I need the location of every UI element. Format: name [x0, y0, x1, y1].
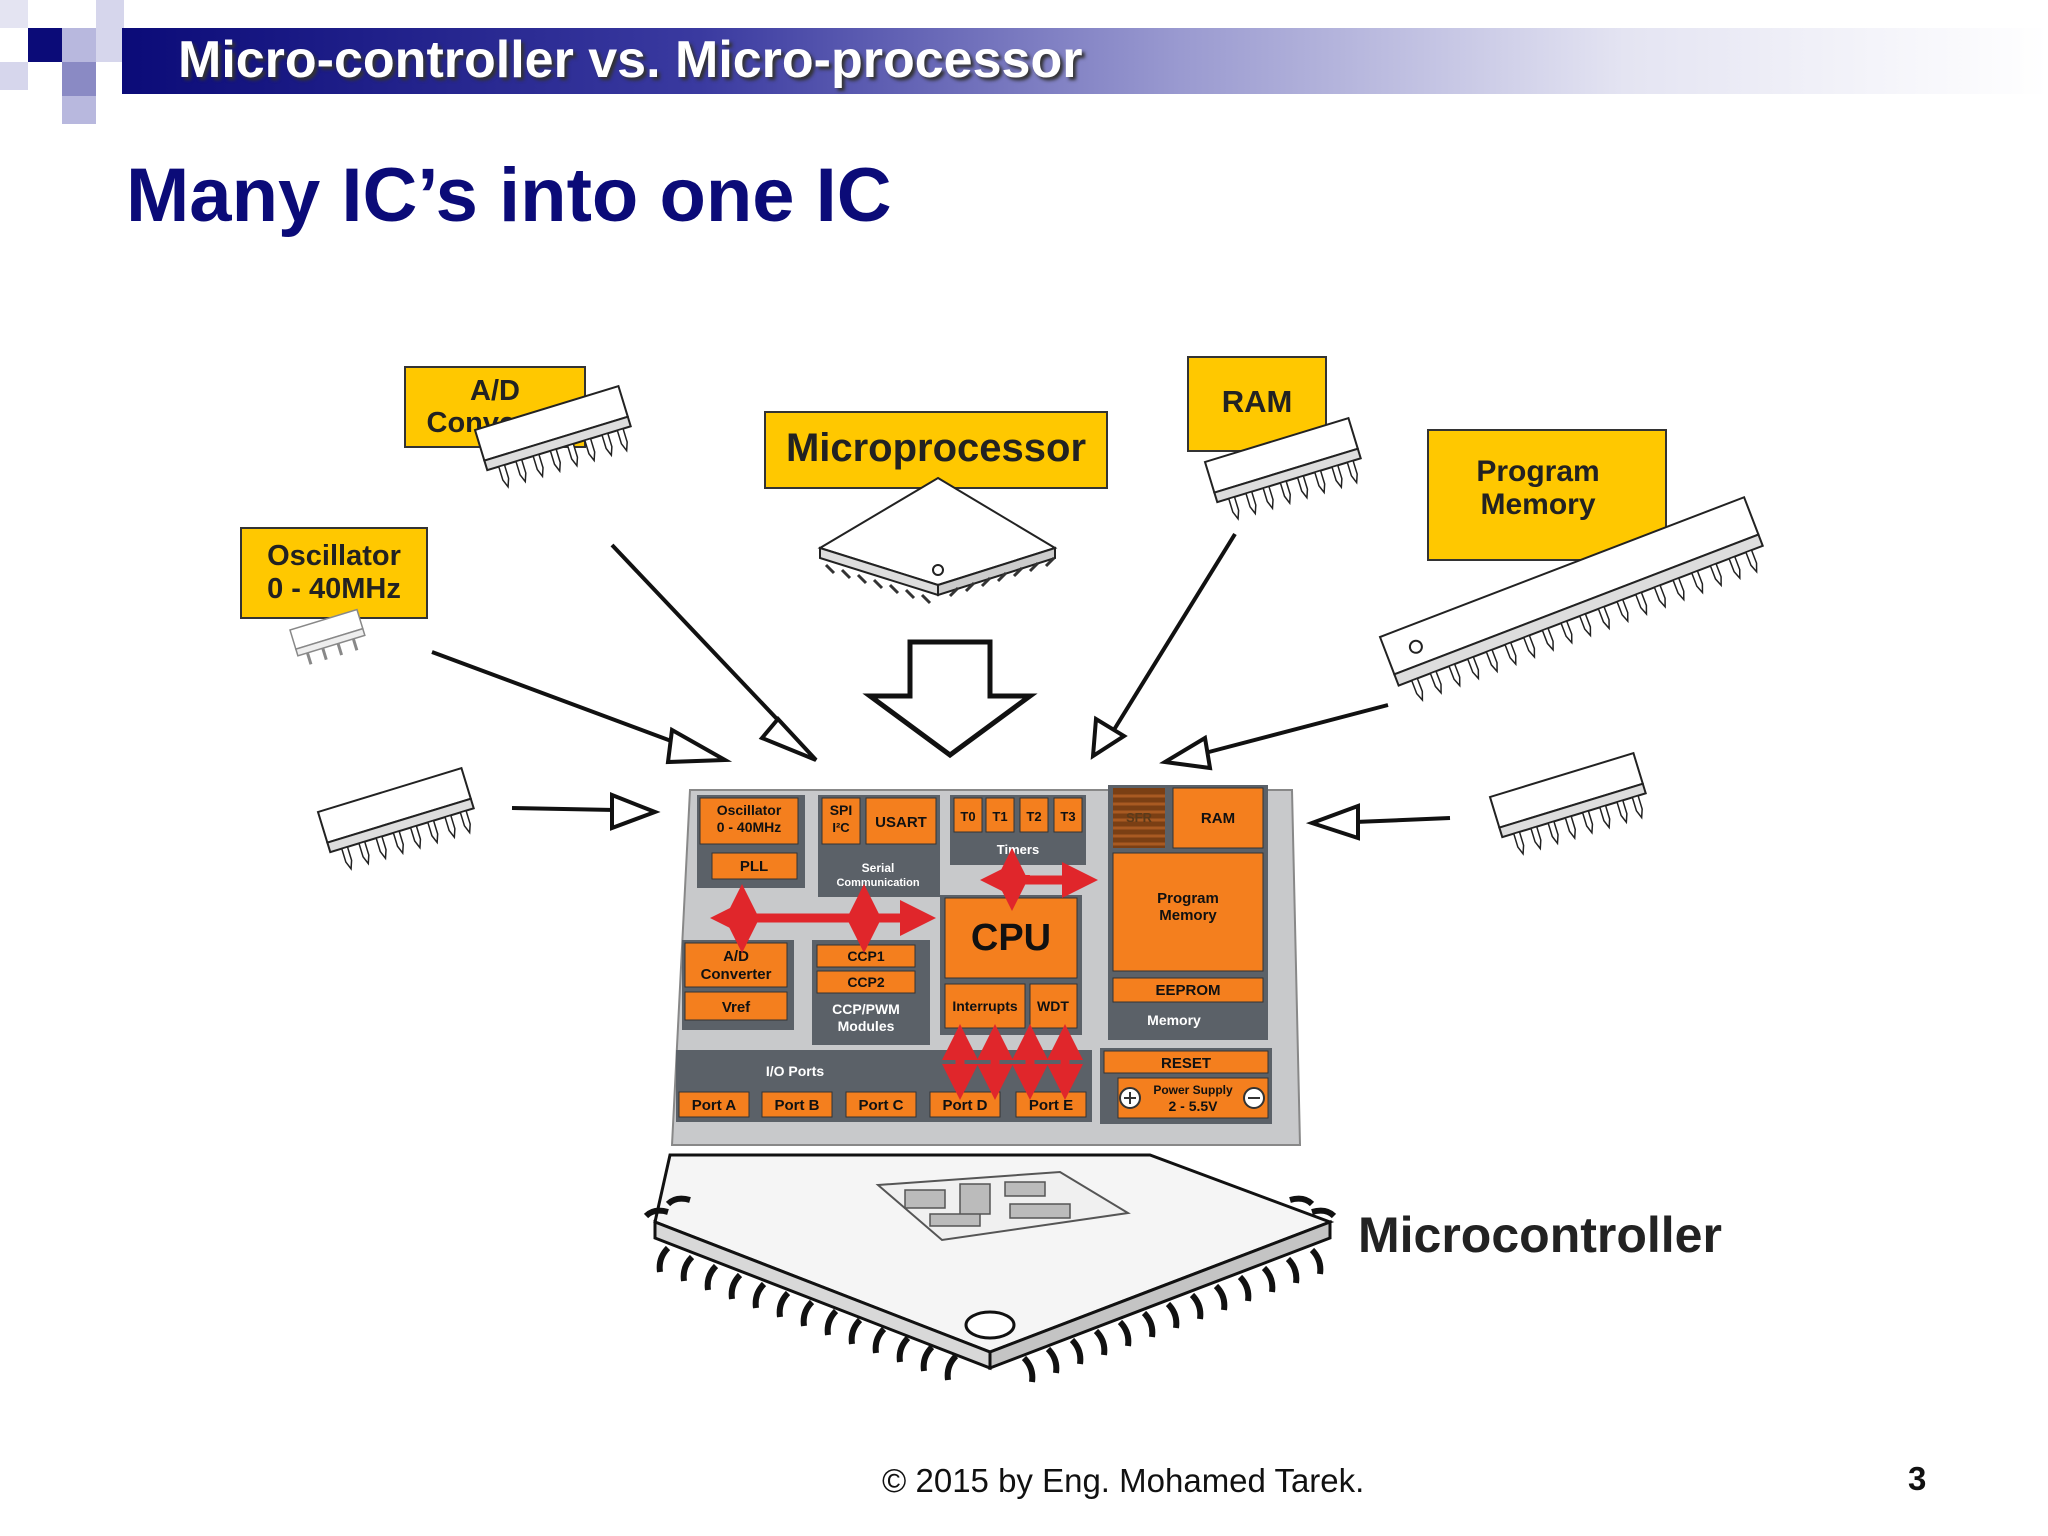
mcu-ccp1: CCP1: [847, 948, 885, 964]
mcu-serial-1: Serial: [862, 861, 895, 875]
mcu-usart: USART: [875, 814, 927, 831]
mcu-i2c: I²C: [832, 820, 850, 835]
microprocessor-label: Microprocessor: [786, 426, 1086, 470]
osc-chip-label-2: 0 - 40MHz: [267, 573, 401, 605]
microcontroller-label: Microcontroller: [1358, 1207, 1722, 1263]
mcu-program-1: Program: [1157, 890, 1219, 907]
mcu-ccp2: CCP2: [847, 974, 885, 990]
mcu-ad-1: A/D: [723, 948, 749, 965]
mcu-io-label: I/O Ports: [766, 1063, 825, 1079]
mcu-vref: Vref: [722, 999, 751, 1016]
program-memory-label-2: Memory: [1480, 488, 1595, 521]
mcu-spi: SPI: [830, 802, 853, 818]
slide-subtitle: Many IC’s into one IC: [126, 153, 892, 238]
mcu-t2: T2: [1026, 809, 1041, 824]
mcu-cpu: CPU: [971, 917, 1051, 959]
mcu-osc-2: 0 - 40MHz: [717, 819, 782, 835]
mcu-pll: PLL: [740, 858, 768, 875]
mcu-program-2: Memory: [1159, 907, 1217, 924]
mcu-ram: RAM: [1201, 810, 1235, 827]
mcu-port-b: Port B: [775, 1097, 820, 1114]
mcu-memory-label: Memory: [1147, 1012, 1201, 1028]
mcu-port-c: Port C: [859, 1097, 904, 1114]
mcu-eeprom: EEPROM: [1155, 982, 1220, 999]
program-memory-chip: Program Memory: [1378, 429, 1765, 702]
mcu-block-diagram: Oscillator 0 - 40MHz PLL SPI I²C USART S…: [670, 785, 1302, 1146]
mcu-power-2: 2 - 5.5V: [1168, 1098, 1218, 1114]
mcu-port-e: Port E: [1029, 1097, 1073, 1114]
mcu-interrupts: Interrupts: [952, 998, 1018, 1014]
mcu-t3: T3: [1060, 809, 1075, 824]
mcu-ccp-label-2: Modules: [838, 1018, 895, 1034]
osc-chip-label-1: Oscillator: [267, 540, 401, 572]
mcu-ccp-label-1: CCP/PWM: [832, 1001, 900, 1017]
microprocessor-chip: Microprocessor: [764, 411, 1108, 605]
mcu-t0: T0: [960, 809, 975, 824]
oscillator-chip: Oscillator 0 - 40MHz: [240, 527, 428, 665]
ad-chip-label-1: A/D: [470, 375, 520, 407]
program-memory-label-1: Program: [1476, 455, 1599, 488]
ad-converter-chip: A/D Converter: [404, 366, 632, 489]
header-title: Micro-controller vs. Micro-processor: [178, 31, 1083, 89]
mcu-ad-2: Converter: [701, 966, 772, 983]
mcu-wdt: WDT: [1037, 998, 1069, 1014]
mcu-serial-2: Communication: [836, 877, 919, 889]
left-dip-chip: [316, 766, 475, 871]
page-number: 3: [1908, 1460, 1927, 1497]
mcu-osc-1: Oscillator: [717, 802, 782, 818]
right-dip-chip: [1488, 751, 1647, 856]
mcu-timers-label: Timers: [997, 842, 1039, 857]
corner-decoration: [0, 0, 124, 124]
header-band: [122, 28, 2048, 94]
ram-chip-label: RAM: [1222, 384, 1293, 419]
mcu-t1: T1: [992, 809, 1007, 824]
mcu-port-a: Port A: [692, 1097, 737, 1114]
mcu-reset: RESET: [1161, 1055, 1211, 1072]
ram-chip: RAM: [1187, 356, 1362, 521]
mcu-port-d: Port D: [943, 1097, 988, 1114]
mcu-power-1: Power Supply: [1153, 1083, 1233, 1097]
mcu-sfr: SFR: [1126, 810, 1153, 825]
microcontroller-package: [643, 1153, 1337, 1383]
footer-copyright: © 2015 by Eng. Mohamed Tarek.: [882, 1462, 1365, 1499]
input-arrows: [431, 532, 1451, 841]
